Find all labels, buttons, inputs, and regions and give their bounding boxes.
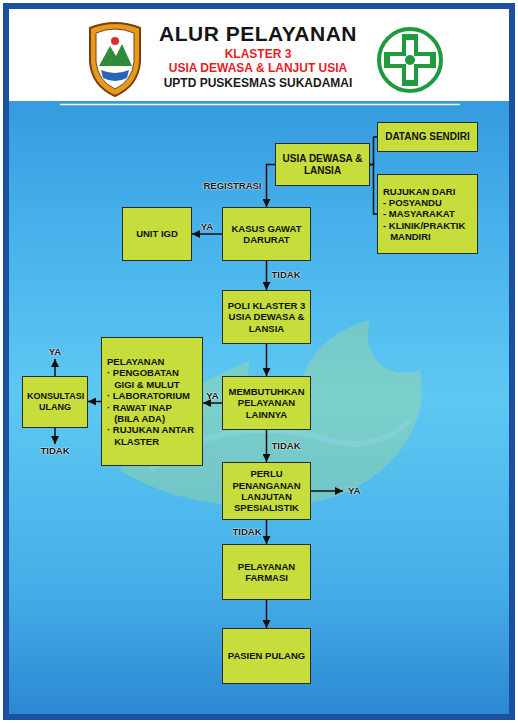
header-subtitle: USIA DEWASA & LANJUT USIA [143, 61, 373, 75]
open-arrow [54, 428, 56, 444]
blue-frame [3, 3, 515, 720]
connector [370, 137, 377, 165]
box-label: POLI KLASTER 3 USIA DEWASA & LANSIA [227, 300, 306, 334]
connector [203, 402, 222, 404]
connector [192, 233, 222, 235]
box-label: PELAYANAN [107, 356, 198, 367]
header-rule [60, 104, 460, 106]
process-box: PERLU PENANGANAN LANJUTAN SPESIALISTIK [222, 462, 311, 520]
branch-label: YA [49, 347, 61, 357]
process-box: PASIEN PULANG [222, 628, 311, 684]
edge-label: TIDAK [232, 527, 261, 537]
edge-label: TIDAK [272, 270, 301, 280]
connector [266, 261, 268, 290]
process-box: POLI KLASTER 3 USIA DEWASA & LANSIA [222, 290, 311, 344]
process-box: UNIT IGD [122, 207, 192, 261]
logo-sun [111, 37, 119, 45]
open-arrow [54, 359, 56, 376]
edge-label: YA [206, 391, 218, 401]
process-box: USIA DEWASA & LANSIA [275, 143, 370, 186]
puskesmas-logo [379, 29, 441, 91]
process-box: DATANG SENDIRI [377, 122, 478, 152]
open-arrow [311, 490, 343, 492]
box-label: PERLU PENANGANAN LANJUTAN SPESIALISTIK [227, 468, 306, 514]
logo-shield [90, 23, 140, 96]
connector [266, 344, 268, 376]
logo-ring [379, 29, 441, 91]
logo-water [101, 70, 129, 81]
box-label: KONSULTASI ULANG [27, 391, 83, 413]
list-item: · LABORATORIUM [107, 390, 198, 401]
connector [88, 401, 101, 403]
box-label: MEMBUTUHKAN PELAYANAN LAINNYA [227, 386, 306, 420]
list-item: · RAWAT INAP (BILA ADA) [107, 402, 198, 425]
logo-dot [405, 55, 415, 65]
list-box: PELAYANAN· PENGOBATAN GIGI & MULUT· LABO… [101, 337, 203, 466]
box-label: PELAYANAN FARMASI [227, 561, 306, 584]
branch-label: YA [348, 486, 360, 496]
header-subtitle: UPTD PUSKESMAS SUKADAMAI [143, 76, 373, 90]
process-box: KASUS GAWAT DARURAT [222, 207, 311, 261]
connector [370, 165, 377, 215]
process-box: PELAYANAN FARMASI [222, 544, 311, 600]
edge-label: TIDAK [272, 441, 301, 451]
connector [266, 520, 268, 544]
edge-label: YA [201, 222, 213, 232]
list-item: - MASYARAKAT [383, 208, 473, 219]
logo-inner [96, 29, 134, 89]
edge-label: REGISTRASI [203, 181, 261, 191]
header-subtitle: KLASTER 3 [143, 47, 373, 61]
box-label: RUJUKAN DARI [383, 186, 473, 197]
box-label: PASIEN PULANG [227, 650, 306, 661]
connector [267, 165, 276, 208]
box-label: DATANG SENDIRI [382, 131, 473, 143]
box-label: KASUS GAWAT DARURAT [227, 223, 306, 246]
process-box: KONSULTASI ULANG [22, 376, 88, 428]
logo-cross-inner [390, 40, 430, 80]
logo-mountain [99, 44, 132, 66]
connector [266, 430, 268, 462]
list-item: - POSYANDU [383, 197, 473, 208]
list-item: · PENGOBATAN GIGI & MULUT [107, 367, 198, 390]
list-item: · RUJUKAN ANTAR KLASTER [107, 424, 198, 447]
logo-cross [384, 34, 436, 86]
box-label: UNIT IGD [127, 228, 187, 239]
diagram-title: ALUR PELAYANAN [143, 22, 373, 46]
regency-logo [90, 23, 140, 96]
box-label: USIA DEWASA & LANSIA [280, 153, 365, 177]
connector [266, 600, 268, 628]
list-item: - KLINIK/PRAKTIK MANDIRI [383, 220, 473, 243]
branch-label: TIDAK [40, 446, 69, 456]
list-box: RUJUKAN DARI- POSYANDU- MASYARAKAT- KLIN… [377, 174, 478, 254]
process-box: MEMBUTUHKAN PELAYANAN LAINNYA [222, 376, 311, 430]
